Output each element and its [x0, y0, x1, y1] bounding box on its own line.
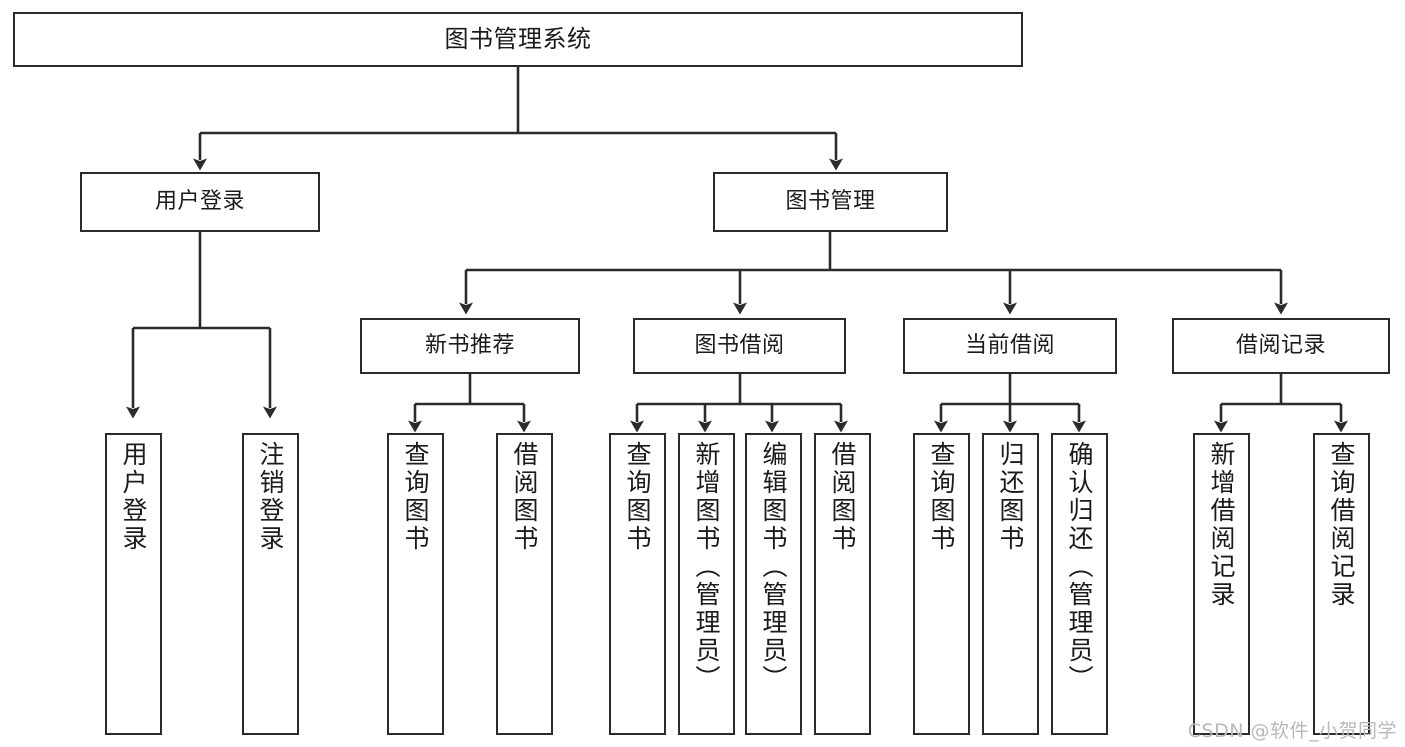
- node-current-borrow[interactable]: 当前借阅: [903, 318, 1117, 374]
- leaf-record-add-record[interactable]: 新增借阅记录: [1193, 433, 1250, 735]
- node-label: 查询图书: [623, 441, 652, 553]
- node-label: 当前借阅: [964, 333, 1055, 359]
- csdn-watermark: CSDN @软件_小贺同学: [1187, 720, 1397, 742]
- leaf-recommend-query-book[interactable]: 查询图书: [387, 433, 444, 735]
- node-label: 借阅图书: [510, 441, 539, 553]
- node-label: 用户登录: [119, 441, 148, 553]
- node-label: 新增借阅记录: [1207, 441, 1236, 609]
- node-label: 用户登录: [154, 189, 245, 215]
- node-label: 确认归还（管理员）: [1065, 441, 1094, 693]
- node-label: 新增图书（管理员）: [692, 441, 721, 693]
- node-label: 新书推荐: [424, 333, 515, 359]
- node-label: 查询图书: [401, 441, 430, 553]
- node-label: 编辑图书（管理员）: [759, 441, 788, 693]
- leaf-current-confirm-return-admin[interactable]: 确认归还（管理员）: [1051, 433, 1108, 735]
- leaf-borrow-add-book-admin[interactable]: 新增图书（管理员）: [678, 433, 735, 735]
- leaf-borrow-edit-book-admin[interactable]: 编辑图书（管理员）: [745, 433, 802, 735]
- leaf-current-return-book[interactable]: 归还图书: [982, 433, 1039, 735]
- node-label: 借阅记录: [1235, 333, 1326, 359]
- node-label: 注销登录: [256, 441, 285, 553]
- node-book-borrow[interactable]: 图书借阅: [633, 318, 846, 374]
- node-label: 归还图书: [996, 441, 1025, 553]
- leaf-logout[interactable]: 注销登录: [242, 433, 299, 735]
- leaf-current-query-book[interactable]: 查询图书: [913, 433, 970, 735]
- leaf-record-query-record[interactable]: 查询借阅记录: [1313, 433, 1370, 735]
- node-borrow-record[interactable]: 借阅记录: [1172, 318, 1390, 374]
- node-label: 查询图书: [927, 441, 956, 553]
- node-label: 借阅图书: [828, 441, 857, 553]
- node-label: 查询借阅记录: [1327, 441, 1356, 609]
- node-new-book-recommend[interactable]: 新书推荐: [360, 318, 580, 374]
- node-label: 图书管理系统: [444, 24, 592, 53]
- node-root-system[interactable]: 图书管理系统: [13, 12, 1023, 67]
- node-user-login[interactable]: 用户登录: [80, 172, 320, 232]
- leaf-user-login[interactable]: 用户登录: [105, 433, 162, 735]
- leaf-borrow-borrow-book[interactable]: 借阅图书: [814, 433, 871, 735]
- node-label: 图书管理: [785, 189, 876, 215]
- leaf-borrow-query-book[interactable]: 查询图书: [609, 433, 666, 735]
- leaf-recommend-borrow-book[interactable]: 借阅图书: [496, 433, 553, 735]
- node-label: 图书借阅: [694, 333, 785, 359]
- node-book-management[interactable]: 图书管理: [713, 172, 948, 232]
